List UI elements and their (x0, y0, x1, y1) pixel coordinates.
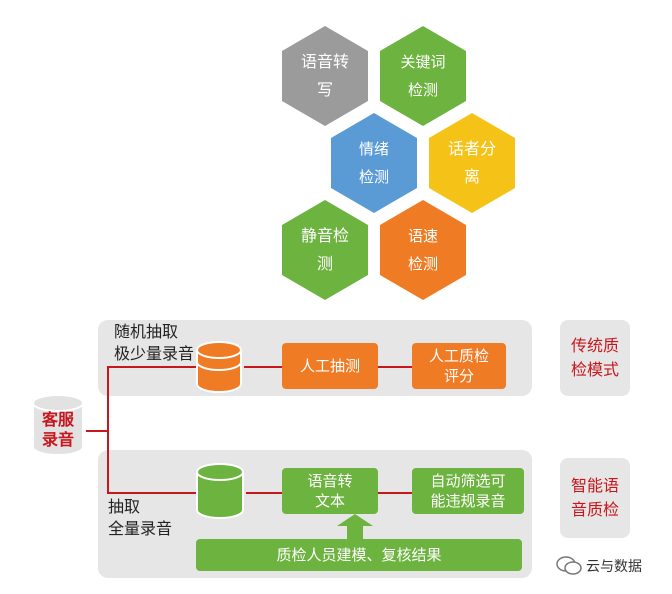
hex-keyword-detection: 关键词 检测 (380, 26, 466, 126)
hex-speaker-separation: 话者分 离 (429, 113, 515, 213)
hex-silence-detection: 静音检 测 (282, 200, 368, 300)
connector-top-to-cylinder (107, 366, 196, 368)
manual-sampling-box: 人工抽测 (282, 343, 378, 389)
smart-mode-label: 智能语 音质检 (560, 458, 630, 538)
connector-sampling-to-scoring (378, 366, 412, 368)
hex-emotion-detection: 情绪 检测 (331, 113, 417, 213)
connector-bottom-to-cylinder (107, 492, 196, 494)
hex-speech-rate-detection: 语速 检测 (380, 200, 466, 300)
traditional-mode-label: 传统质 检模式 (560, 320, 630, 396)
connector-source-horizontal (86, 430, 108, 432)
smart-panel-label: 抽取 全量录音 (108, 497, 173, 538)
up-arrow-icon (337, 514, 373, 540)
hex-speech-transcription: 语音转 写 (282, 26, 368, 126)
speech-to-text-box: 语音转 文本 (282, 468, 378, 514)
connector-cylinder-to-stt (246, 492, 282, 494)
watermark-text: 云与数据 (586, 559, 642, 575)
connector-cylinder-to-sampling (244, 366, 282, 368)
connector-main-vertical (107, 366, 109, 493)
traditional-panel-label: 随机抽取 极少量录音 (114, 322, 195, 363)
manual-scoring-box: 人工质检 评分 (412, 343, 506, 389)
customer-recording-database-icon (32, 394, 84, 456)
auto-filter-box: 自动筛选可 能违规录音 (412, 468, 524, 514)
customer-recording-label: 客服 录音 (41, 410, 74, 449)
modeling-review-bar: 质检人员建模、复核结果 (196, 539, 522, 571)
smart-database-icon (196, 463, 244, 519)
wechat-logo-icon (556, 556, 582, 575)
traditional-database-icon (196, 341, 242, 393)
connector-stt-to-filter (378, 492, 412, 494)
